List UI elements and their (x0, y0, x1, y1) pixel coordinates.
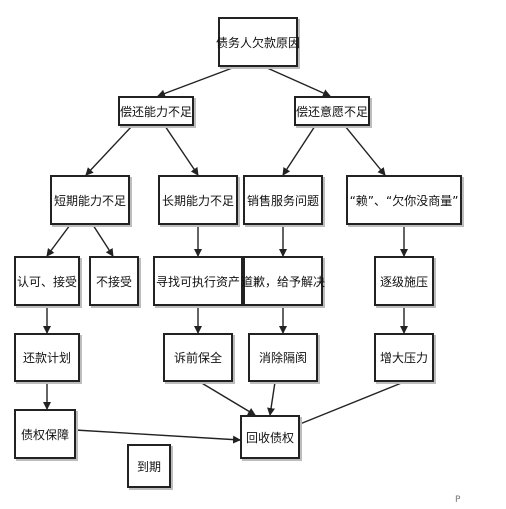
arrow-short-to-notaccept (92, 224, 114, 257)
arrow-ability-to-long (164, 125, 199, 176)
node-increase-pressure: 增大压力 (374, 333, 434, 382)
node-accept: 认可、接受 (14, 256, 80, 306)
node-root: 债务人欠款原因 (216, 17, 300, 67)
node-recover: 回收债权 (240, 415, 300, 459)
corner-mark: P (455, 495, 461, 505)
arrow-ability-to-short (85, 125, 133, 176)
node-pressure: 逐级施压 (374, 256, 434, 306)
node-guarantee: 债权保障 (14, 409, 76, 459)
arrow-litigation-to-recover (199, 381, 256, 416)
node-insufficient-ability: 偿还能力不足 (118, 96, 194, 126)
arrow-root-to-willingness (264, 66, 331, 97)
node-not-accept: 不接受 (89, 256, 139, 306)
node-apologize: 道歉，给予解决 (241, 256, 325, 306)
node-sales-service: 销售服务问题 (243, 175, 323, 225)
node-find-assets: 寻找可执行资产 (153, 256, 243, 306)
node-attitude: “赖”、“欠你没商量” (346, 175, 462, 225)
arrow-increase-to-recover (289, 381, 405, 430)
node-insufficient-willingness: 偿还意愿不足 (294, 96, 370, 126)
arrow-eliminate-to-recover (267, 381, 276, 416)
node-expired: 到期 (127, 444, 171, 488)
arrow-short-to-accept (46, 224, 71, 257)
node-eliminate: 消除隔阂 (248, 333, 318, 382)
arrow-willingness-to-attitude (344, 125, 386, 176)
node-repayment-plan: 还款计划 (14, 333, 80, 382)
arrow-root-to-ability (157, 66, 236, 98)
node-litigation: 诉前保全 (163, 333, 233, 382)
arrow-guarantee-to-recover (74, 429, 241, 444)
arrow-willingness-to-sales (282, 125, 316, 176)
node-short-term: 短期能力不足 (50, 175, 130, 225)
node-long-term: 长期能力不足 (158, 175, 238, 225)
